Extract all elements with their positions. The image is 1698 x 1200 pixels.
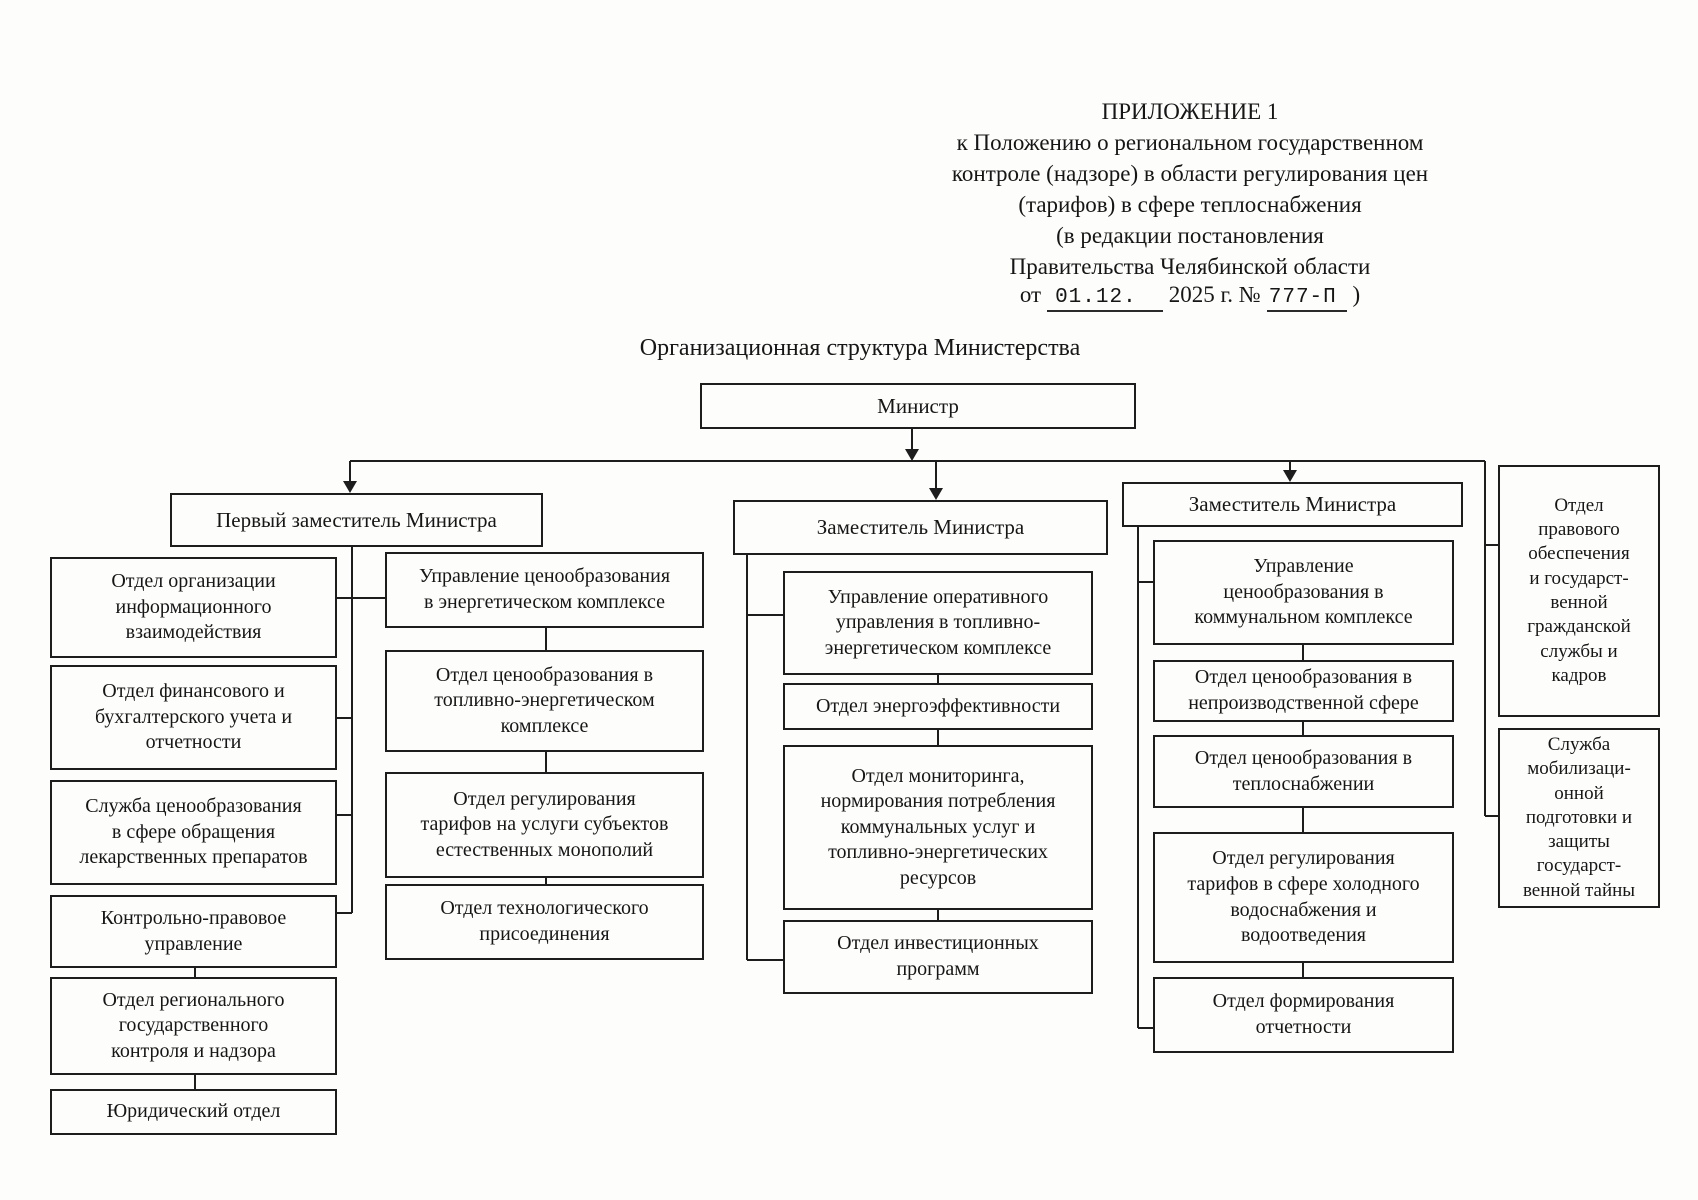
org-box-info-interaction: Отдел организации информационного взаимо… (50, 557, 337, 658)
org-box-water-tariffs: Отдел регулирования тарифов в сфере холо… (1153, 832, 1454, 963)
org-box-regional-control: Отдел регионального государственного кон… (50, 977, 337, 1075)
org-box-finance-accounting: Отдел финансового и бухгалтерского учета… (50, 665, 337, 770)
document-number-value: 777-П (1266, 286, 1347, 312)
org-box-legal-department: Юридический отдел (50, 1089, 337, 1135)
org-box-deputy-utilities: Заместитель Министра (1122, 482, 1463, 527)
appendix-header-line: к Положению о региональном государственн… (956, 130, 1424, 155)
appendix-header-line: ПРИЛОЖЕНИЕ 1 (1101, 99, 1279, 124)
org-box-reporting: Отдел формирования отчетности (1153, 977, 1454, 1053)
org-box-mobilization-secrecy: Служба мобилизаци- онной подготовки и за… (1498, 728, 1660, 908)
date-middle: 2025 г. № (1168, 282, 1261, 307)
date-suffix: ) (1352, 282, 1361, 307)
org-box-legal-civil-service: Отдел правового обеспечения и государст-… (1498, 465, 1660, 717)
org-box-minister: Министр (700, 383, 1136, 429)
org-box-nonproduction-pricing: Отдел ценообразования в непроизводственн… (1153, 660, 1454, 722)
org-box-investment-programs: Отдел инвестиционных программ (783, 920, 1093, 994)
appendix-header-line: Правительства Челябинской области (1009, 254, 1371, 279)
org-box-energy-efficiency: Отдел энергоэффективности (783, 683, 1093, 730)
org-box-first-deputy: Первый заместитель Министра (170, 493, 543, 547)
org-box-tech-connection: Отдел технологического присоединения (385, 884, 704, 960)
appendix-header-line: (в редакции постановления (1056, 223, 1324, 248)
date-filled-value: 01.12. (1047, 286, 1163, 312)
appendix-header-line: контроле (надзоре) в области регулирован… (951, 161, 1429, 186)
org-box-heat-supply-pricing: Отдел ценообразования в теплоснабжении (1153, 735, 1454, 808)
org-box-fuel-energy-pricing: Отдел ценообразования в топливно-энергет… (385, 650, 704, 752)
page-title: Организационная структура Министерства (639, 335, 1081, 361)
org-box-monopoly-tariffs: Отдел регулирования тарифов на услуги су… (385, 772, 704, 878)
org-box-deputy-fuel-energy: Заместитель Министра (733, 500, 1108, 555)
appendix-header-line: (тарифов) в сфере теплоснабжения (1018, 192, 1362, 217)
org-box-operational-dir: Управление оперативного управления в топ… (783, 571, 1093, 675)
org-box-communal-pricing-dir: Управление ценообразования в коммунально… (1153, 540, 1454, 645)
org-box-control-legal: Контрольно-правовое управление (50, 895, 337, 968)
org-box-drug-pricing: Служба ценообразования в сфере обращения… (50, 780, 337, 885)
org-box-monitoring: Отдел мониторинга, нормирования потребле… (783, 745, 1093, 910)
date-prefix: от (1019, 282, 1042, 307)
org-box-energy-pricing-dir: Управление ценообразования в энергетичес… (385, 552, 704, 628)
